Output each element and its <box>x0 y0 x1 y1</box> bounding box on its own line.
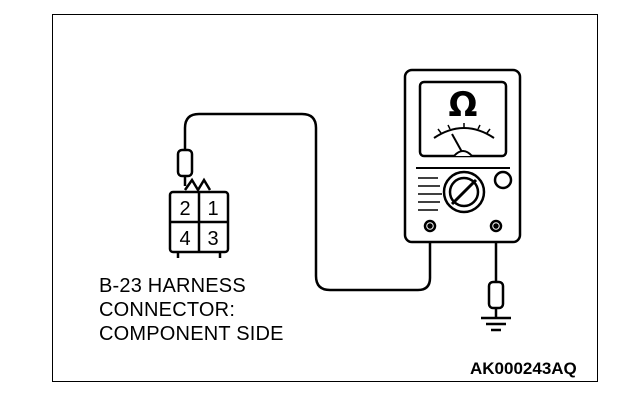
connector-probe-icon <box>176 148 194 186</box>
connector-label-line-1: B-23 HARNESS <box>99 275 246 297</box>
connector-pin-4: 4 <box>179 228 190 250</box>
test-probe-icon <box>487 280 505 318</box>
connector-label: B-23 HARNESS CONNECTOR: COMPONENT SIDE <box>99 274 284 346</box>
connector-pin-1: 1 <box>207 198 218 220</box>
connector-label-line-2: CONNECTOR: <box>99 299 236 321</box>
connector-pin-3: 3 <box>207 228 218 250</box>
harness-connector-icon <box>168 177 230 258</box>
ground-icon <box>481 316 511 332</box>
test-lead-wire <box>183 112 432 292</box>
diagram-frame <box>52 14 598 382</box>
reference-code: AK000243AQ <box>470 359 577 378</box>
connector-pin-2: 2 <box>179 198 190 220</box>
ohmmeter-icon <box>403 68 522 244</box>
ohm-symbol: Ω <box>449 85 478 125</box>
connector-label-line-3: COMPONENT SIDE <box>99 323 284 345</box>
